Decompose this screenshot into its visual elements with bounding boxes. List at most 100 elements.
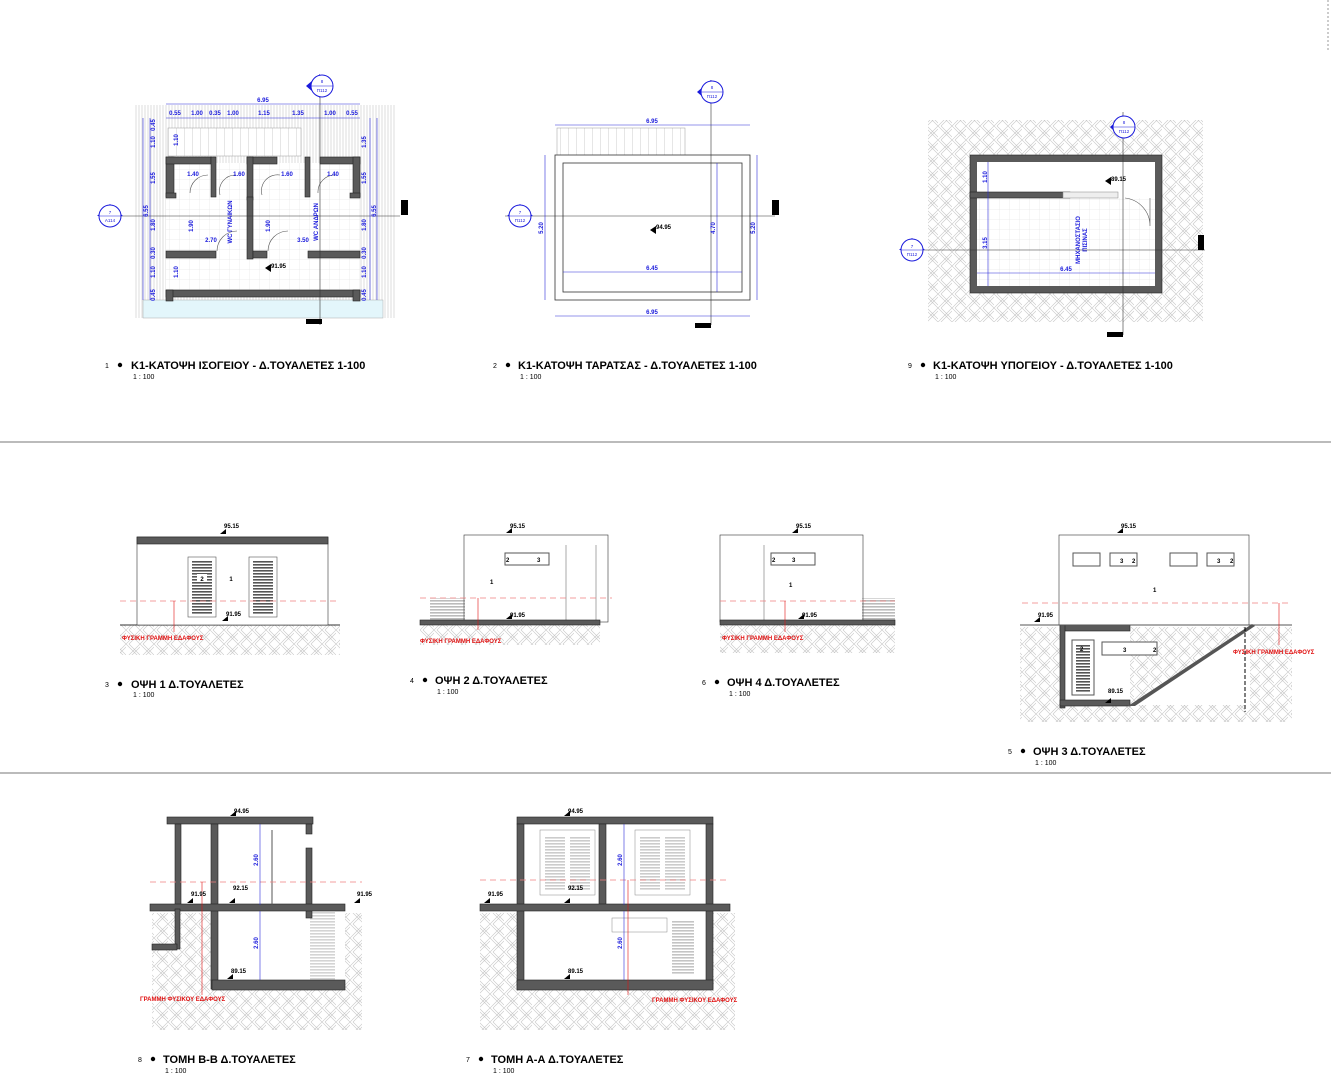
svg-text:Κ1-ΚΑΤΟΨΗ ΙΣΟΓΕΙΟΥ - Δ.ΤΟΥΑΛΕΤ: Κ1-ΚΑΤΟΨΗ ΙΣΟΓΕΙΟΥ - Δ.ΤΟΥΑΛΕΤΕΣ 1-100 [131,360,365,372]
svg-text:1.10: 1.10 [151,136,157,148]
svg-text:Π112: Π112 [1119,129,1130,134]
svg-text:2: 2 [506,558,510,564]
svg-text:2: 2 [200,577,204,583]
svg-text:6.95: 6.95 [646,310,658,316]
svg-text:0.55: 0.55 [346,111,358,117]
svg-text:1.80: 1.80 [362,219,368,231]
svg-text:1.60: 1.60 [233,172,245,178]
svg-text:1.60: 1.60 [281,172,293,178]
section-marker-top[interactable]: 8 Π112 [306,74,334,98]
svg-text:1.10: 1.10 [362,266,368,278]
view-title: 4 ΟΨΗ 2 Δ.ΤΟΥΑΛΕΤΕΣ 1 : 100 [410,675,548,696]
svg-text:2: 2 [493,363,497,370]
section-marker-top[interactable]: 8 Π112 [697,80,724,104]
level-label: 91.95 [271,264,287,270]
svg-text:1.35: 1.35 [292,111,304,117]
svg-text:95.15: 95.15 [1121,524,1137,530]
svg-text:5: 5 [1008,749,1012,756]
svg-text:2.60: 2.60 [618,854,624,866]
section-mark [306,319,322,324]
svg-text:1.10: 1.10 [174,266,180,278]
svg-text:1: 1 [105,363,109,370]
svg-text:7: 7 [911,244,914,249]
svg-text:ΤΟΜΗ Α-Α Δ.ΤΟΥΑΛΕΤΕΣ: ΤΟΜΗ Α-Α Δ.ΤΟΥΑΛΕΤΕΣ [491,1054,624,1066]
elevation-3: 3 2 3 2 1 2 3 2 95.15 91.95 89.15 ΦΥΣΙΚΗ… [1008,524,1315,767]
elevation-4: 2 3 1 95.15 91.95 ΦΥΣΙΚΗ ΓΡΑΜΜΗ ΕΔΑΦΟΥΣ … [702,524,896,698]
svg-text:91.95: 91.95 [1038,613,1054,619]
section-mark [1107,332,1123,337]
view-title: 8 ΤΟΜΗ Β-Β Δ.ΤΟΥΑΛΕΤΕΣ 1 : 100 [138,1054,296,1075]
svg-text:2: 2 [1230,559,1234,565]
svg-text:91.95: 91.95 [226,612,242,618]
svg-text:1 : 100: 1 : 100 [133,374,155,381]
svg-text:1: 1 [1153,588,1157,594]
svg-text:2.60: 2.60 [618,937,624,949]
svg-text:1.80: 1.80 [151,219,157,231]
svg-text:1.00: 1.00 [324,111,336,117]
svg-text:8: 8 [321,79,324,84]
svg-text:7: 7 [519,210,522,215]
svg-text:Π112: Π112 [707,94,718,99]
svg-text:2: 2 [772,558,776,564]
svg-text:92.15: 92.15 [568,886,584,892]
svg-text:0.45: 0.45 [151,289,157,301]
section-marker-left[interactable]: 7 Α114 [97,204,123,228]
svg-text:2.60: 2.60 [254,854,260,866]
svg-text:ΟΨΗ 4 Δ.ΤΟΥΑΛΕΤΕΣ: ΟΨΗ 4 Δ.ΤΟΥΑΛΕΤΕΣ [727,677,840,689]
svg-text:6.95: 6.95 [257,98,269,104]
view-title: 5 ΟΨΗ 3 Δ.ΤΟΥΑΛΕΤΕΣ 1 : 100 [1008,746,1146,767]
svg-text:3: 3 [1120,559,1124,565]
section-a-a: 2.60 2.60 94.95 92.15 91.95 89.15 ΓΡΑΜΜΗ… [466,809,738,1075]
svg-text:95.15: 95.15 [224,524,240,530]
svg-text:0.35: 0.35 [209,111,221,117]
svg-text:Π112: Π112 [907,252,918,257]
svg-text:6.45: 6.45 [1060,267,1072,273]
svg-text:95.15: 95.15 [796,524,812,530]
elevation-1: 2 1 95.15 91.95 ΦΥΣΙΚΗ ΓΡΑΜΜΗ ΕΔΑΦΟΥΣ 3 … [105,524,340,699]
svg-text:ΓΡΑΜΜΗ ΦΥΣΙΚΟΥ ΕΔΑΦΟΥΣ: ΓΡΑΜΜΗ ΦΥΣΙΚΟΥ ΕΔΑΦΟΥΣ [140,997,226,1003]
svg-text:Α114: Α114 [105,218,116,223]
svg-text:ΤΟΜΗ Β-Β Δ.ΤΟΥΑΛΕΤΕΣ: ΤΟΜΗ Β-Β Δ.ΤΟΥΑΛΕΤΕΣ [163,1054,296,1066]
svg-text:8: 8 [711,85,714,90]
svg-text:1.55: 1.55 [362,172,368,184]
svg-text:0.45: 0.45 [362,289,368,301]
svg-text:6.95: 6.95 [646,119,658,125]
svg-text:1 : 100: 1 : 100 [729,691,751,698]
svg-text:1 : 100: 1 : 100 [520,374,542,381]
level-label: 89.15 [1111,177,1127,183]
svg-text:0.55: 0.55 [169,111,181,117]
svg-text:2: 2 [1132,559,1136,565]
svg-text:94.95: 94.95 [234,809,250,815]
svg-text:91.95: 91.95 [357,892,373,898]
svg-text:3.50: 3.50 [297,238,309,244]
section-mark [695,323,711,328]
svg-text:89.15: 89.15 [568,969,584,975]
svg-text:4: 4 [410,678,414,685]
section-mark [401,200,408,215]
svg-text:1 : 100: 1 : 100 [437,689,459,696]
svg-text:1.90: 1.90 [266,220,272,232]
svg-text:1: 1 [789,583,793,589]
svg-text:1.10: 1.10 [151,266,157,278]
svg-text:7: 7 [466,1057,470,1064]
svg-text:4.70: 4.70 [711,222,717,234]
svg-text:3: 3 [1217,559,1221,565]
view-title: 9 Κ1-ΚΑΤΟΨΗ ΥΠΟΓΕΙΟΥ - Δ.ΤΟΥΑΛΕΤΕΣ 1-100… [908,360,1173,381]
svg-text:ΟΨΗ 2 Δ.ΤΟΥΑΛΕΤΕΣ: ΟΨΗ 2 Δ.ΤΟΥΑΛΕΤΕΣ [435,675,548,687]
svg-text:3: 3 [105,682,109,689]
svg-text:5.20: 5.20 [751,222,757,234]
door-swings [189,174,337,252]
section-marker-left[interactable]: 7 Π112 [507,204,533,228]
svg-text:Π112: Π112 [317,88,328,93]
svg-text:2.60: 2.60 [254,937,260,949]
svg-text:1 : 100: 1 : 100 [165,1068,187,1075]
svg-text:6.55: 6.55 [372,205,378,217]
svg-text:1.40: 1.40 [327,172,339,178]
section-marker-top[interactable]: 8 Π112 [1110,115,1136,139]
room-label: WC ΑΝΔΡΩΝ [314,203,320,241]
svg-text:7: 7 [109,210,112,215]
svg-text:2: 2 [1153,648,1157,654]
section-marker-left[interactable]: 7 Π112 [899,238,925,262]
svg-text:1.35: 1.35 [362,136,368,148]
svg-text:1 : 100: 1 : 100 [1035,760,1057,767]
